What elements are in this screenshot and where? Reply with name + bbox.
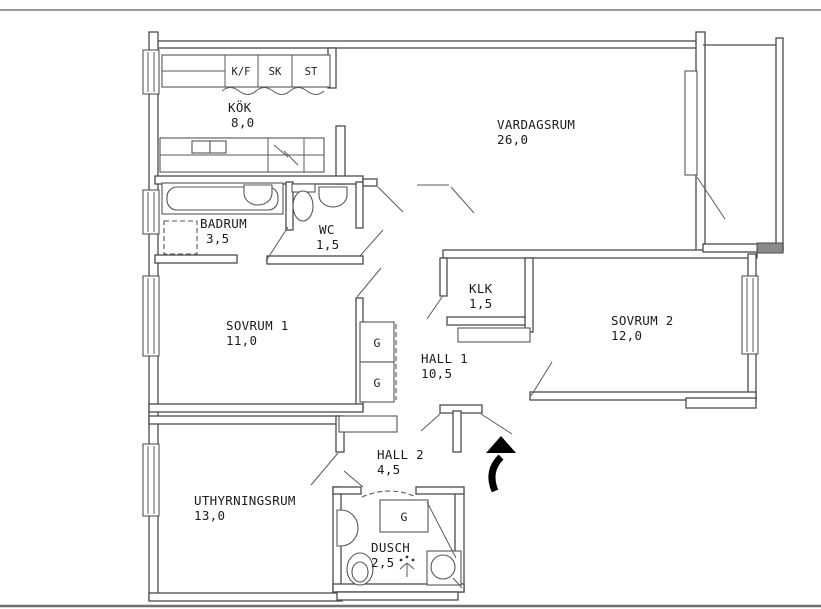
area-badrum: 3,5 [206, 231, 229, 246]
area-kok: 8,0 [231, 115, 254, 130]
hall-storage [338, 321, 531, 433]
doors [265, 184, 553, 488]
balcony-corner-pier [756, 242, 784, 254]
wall-sovrum1-bottom [148, 403, 364, 413]
balcony [684, 37, 784, 254]
washbasin-bowl [430, 554, 456, 580]
wardrobe-g1 [359, 321, 395, 363]
wc-toilet-icon [292, 190, 314, 222]
label-uthyrningsrum: UTHYRNINGSRUM [194, 493, 296, 508]
entrance-arrow-icon [486, 436, 516, 493]
room-labels: KÖK 8,0 VARDAGSRUM 26,0 BADRUM 3,5 WC 1,… [194, 99, 674, 570]
label-wc: WC [319, 222, 335, 237]
window-uthyrningsrum [142, 443, 160, 517]
door-vardagsrum-right-leaf [450, 186, 475, 214]
door-entry-left [420, 413, 441, 432]
wardrobe-g3-swing [361, 490, 417, 498]
area-hall1: 10,5 [421, 366, 452, 381]
door-badrum [265, 226, 289, 262]
wall-entry-t-vertical [452, 410, 462, 453]
dusch-toilet-bowl [351, 561, 369, 583]
wall-uthyrningsrum-top [148, 415, 341, 425]
label-wardrobe-g3: G [401, 510, 408, 524]
area-vardagsrum: 26,0 [497, 132, 528, 147]
label-hall2: HALL 2 [377, 447, 424, 462]
windows [142, 49, 759, 517]
dusch-sink-icon [336, 509, 359, 547]
door-sovrum1 [356, 267, 382, 298]
wall-badrum-bottom-right [266, 255, 364, 265]
door-sovrum2 [530, 361, 553, 397]
kitchen-fixtures [159, 54, 331, 173]
area-sovrum1: 11,0 [226, 333, 257, 348]
label-cleaning-cabinet: SK [269, 66, 282, 78]
balcony-door-leaf [684, 70, 698, 176]
balcony-right-wall [775, 37, 784, 251]
area-hall2: 4,5 [377, 462, 400, 477]
appliance-reservation-dashed [163, 220, 198, 255]
dusch-fixtures [336, 490, 463, 589]
wall-klk-left [439, 257, 448, 297]
wardrobe-g2 [359, 361, 395, 403]
wall-kitchen-right-low [335, 125, 346, 185]
area-wc: 1,5 [316, 237, 339, 252]
wall-badrum-bottom-left [154, 254, 238, 264]
label-sovrum2: SOVRUM 2 [611, 313, 674, 328]
label-hall1: HALL 1 [421, 351, 468, 366]
door-klk [426, 296, 443, 320]
wall-bottom-uthyrningsrum [148, 592, 343, 602]
fixture-labels: K/F SK ST G G G [232, 66, 408, 524]
label-fridge-freezer: K/F [232, 66, 251, 78]
window-sovrum1 [142, 275, 160, 357]
wardrobe-g3 [379, 499, 429, 533]
wall-dusch-top-right [415, 486, 465, 495]
door-dusch [343, 470, 364, 488]
area-uthyrningsrum: 13,0 [194, 508, 225, 523]
wall-dusch-top-left [332, 486, 362, 495]
cabinet-break-line [221, 87, 325, 95]
shower-screen [426, 501, 457, 559]
area-klk: 1,5 [469, 296, 492, 311]
label-sovrum1: SOVRUM 1 [226, 318, 289, 333]
label-wardrobe-g2: G [374, 376, 381, 390]
balcony-door-swing [696, 176, 726, 220]
door-entry-right [480, 413, 513, 435]
label-kok: KÖK [228, 99, 252, 115]
area-sovrum2: 12,0 [611, 328, 642, 343]
wall-hall1-sovrum2-divider [524, 257, 534, 333]
wall-top [154, 40, 704, 49]
hall2-cabinet [338, 415, 398, 433]
window-kitchen [142, 49, 160, 95]
stove-icon [273, 144, 299, 166]
threshold-step [336, 591, 459, 601]
area-dusch: 2,5 [371, 555, 394, 570]
klk-shelf [457, 327, 531, 343]
label-dusch: DUSCH [371, 540, 410, 555]
door-vardagsrum-left-leaf [377, 186, 404, 213]
window-sovrum2 [741, 275, 759, 355]
wall-klk-bottom [446, 316, 533, 326]
window-badrum [142, 189, 160, 235]
sink-bowl-left [191, 140, 211, 154]
door-wc [359, 229, 384, 257]
badrum-fixtures [161, 182, 348, 255]
label-pantry: ST [305, 66, 318, 78]
label-klk: KLK [469, 281, 493, 296]
wall-sovrum2-corner-step [685, 397, 757, 409]
walls [148, 31, 758, 602]
badrum-sink-icon [243, 184, 273, 206]
wall-sovrum2-bottom [529, 391, 757, 401]
door-uthyrningsrum [310, 452, 339, 486]
label-badrum: BADRUM [200, 216, 247, 231]
wall-hall1-top-stub [362, 178, 378, 187]
shower-drain-icon [399, 555, 415, 577]
wc-sink-icon [318, 186, 348, 208]
sink-bowl-right [209, 140, 227, 154]
wall-wc-right [355, 181, 364, 229]
wall-vardagsrum-bottom [442, 249, 758, 259]
label-vardagsrum: VARDAGSRUM [497, 117, 575, 132]
label-wardrobe-g1: G [374, 336, 381, 350]
